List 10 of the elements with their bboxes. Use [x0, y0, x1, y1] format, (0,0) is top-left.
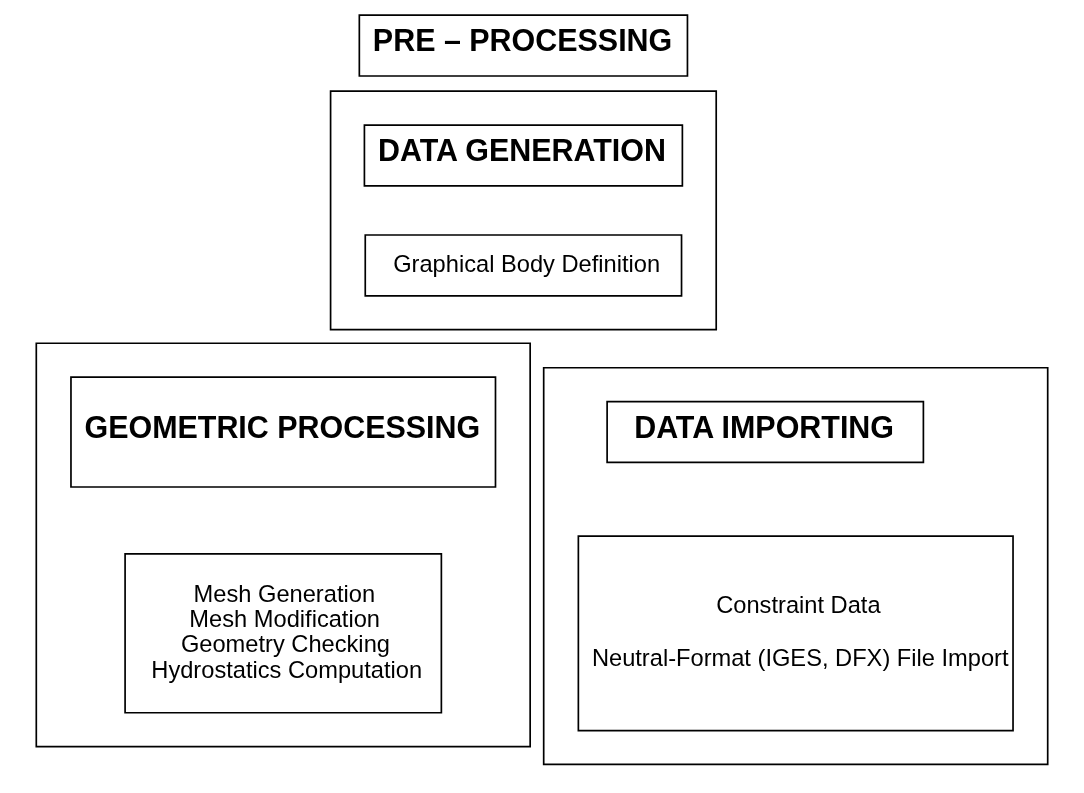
cluster — [35, 342, 531, 748]
node-box: DATA IMPORTING — [606, 400, 925, 464]
node-box: Constraint Data Neutral-Format (IGES, DFX) File Import — [577, 535, 1014, 732]
node-box: Graphical Body Definition — [364, 234, 683, 297]
node-box: GEOMETRIC PROCESSING — [70, 376, 497, 488]
cluster — [542, 366, 1049, 766]
node-box: Mesh Generation Mesh Modification Geometry Checking Hydrostatics Computation — [124, 552, 443, 714]
cluster — [329, 90, 718, 331]
node-box: DATA GENERATION — [363, 124, 684, 187]
node-box: PRE – PROCESSING — [358, 14, 689, 77]
